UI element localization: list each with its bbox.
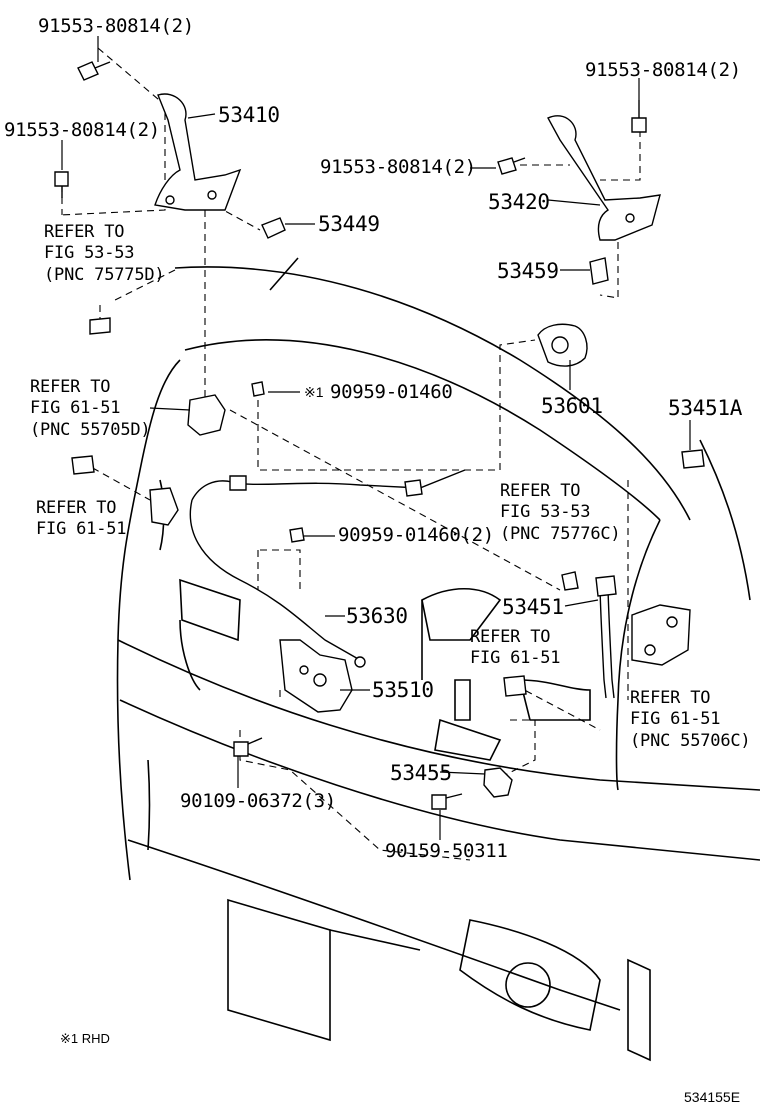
part-label-cable: 53630	[346, 604, 408, 628]
reference-note-fig-61-51-mid: REFER TO FIG 61-51	[470, 627, 561, 669]
part-label-prop-rod: 53451	[502, 595, 564, 619]
part-label-clip-90959-rhd: 90959-01460	[330, 381, 453, 403]
prop-rod-drawing	[595, 575, 617, 699]
part-label-bolt-91553-center: 91553-80814(2)	[320, 156, 476, 178]
part-label-support: 53455	[390, 761, 452, 785]
cable-drawing	[189, 469, 466, 668]
part-label-bolt-91553-top-left: 91553-80814(2)	[38, 15, 194, 37]
part-label-bolt-91553-left: 91553-80814(2)	[4, 119, 160, 141]
part-label-lock-control: 53601	[541, 394, 603, 418]
reference-note-75776c: REFER TO FIG 53-53 (PNC 75776C)	[500, 481, 621, 544]
lock-assembly-drawing	[279, 639, 353, 713]
part-label-cushion-53451a: 53451A	[668, 396, 743, 420]
reference-note-55705d: REFER TO FIG 61-51 (PNC 55705D)	[30, 377, 151, 440]
part-label-clip-90959-2: 90959-01460(2)	[338, 524, 494, 546]
part-label-bolt-90159: 90159-50311	[385, 840, 508, 862]
hinge-left-drawing	[154, 93, 242, 211]
vehicle-body-outline	[116, 257, 760, 1062]
clip-drawings	[251, 217, 609, 591]
reference-note-55706c: REFER TO FIG 61-51 (PNC 55706C)	[630, 688, 751, 751]
assembly-dash-lines	[59, 47, 641, 861]
part-label-bolt-90109: 90109-06372(3)	[180, 790, 336, 812]
part-label-hinge-right: 53420	[488, 190, 550, 214]
bolt-drawings	[54, 61, 647, 810]
striker-drawings	[89, 317, 691, 666]
reference-note-75775d: REFER TO FIG 53-53 (PNC 75775D)	[44, 222, 165, 285]
figure-id: 534155E	[684, 1089, 741, 1105]
hinge-right-drawing	[547, 115, 661, 241]
part-label-hinge-left: 53410	[218, 103, 280, 127]
footnote-rhd: ※1 RHD	[60, 1031, 110, 1046]
reference-note-fig-61-51-left: REFER TO FIG 61-51	[36, 498, 127, 540]
support-drawing	[483, 767, 513, 798]
part-label-bolt-91553-top-right: 91553-80814(2)	[585, 59, 741, 81]
part-label-clip-53459: 53459	[497, 259, 559, 283]
part-label-lock-assembly: 53510	[372, 678, 434, 702]
part-label-clip-53449: 53449	[318, 212, 380, 236]
leader-lines	[61, 36, 691, 840]
cushion-drawings	[71, 449, 705, 697]
rhd-mark: ※1	[304, 384, 324, 400]
lock-control-drawing	[537, 323, 588, 367]
